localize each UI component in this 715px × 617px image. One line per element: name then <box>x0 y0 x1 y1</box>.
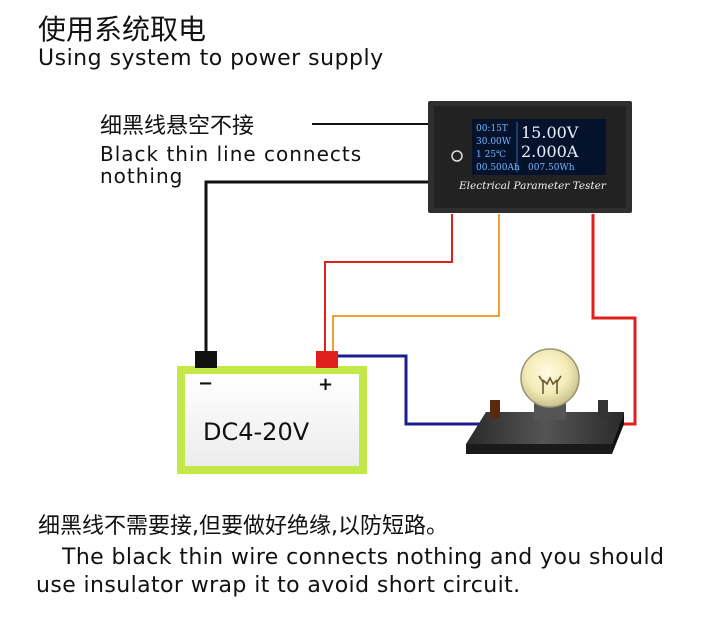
meter-energy: 007.50Wh <box>528 163 575 173</box>
battery <box>177 351 367 474</box>
note-english-line2: use insulator wrap it to avoid short cir… <box>36 573 521 598</box>
black-line-label-english-line2: nothing <box>100 164 184 188</box>
black-line-label-english-line1: Black thin line connects <box>100 142 363 166</box>
title-chinese: 使用系统取电 <box>38 13 207 46</box>
meter-current: 2.000A <box>521 142 579 161</box>
meter-power: 30.00W <box>476 137 512 147</box>
black-thin-wire <box>204 180 430 356</box>
meter-module <box>428 101 632 213</box>
battery-positive-terminal <box>316 351 338 368</box>
meter-capacity: 00.500Ah <box>476 163 520 173</box>
bulb-filament <box>538 375 562 394</box>
meter-button <box>451 150 463 162</box>
meter-voltage: 15.00V <box>521 123 579 142</box>
black-line-label-chinese: 细黑线悬空不接 <box>100 114 255 139</box>
battery-plus-sign: + <box>318 374 333 395</box>
battery-minus-sign: − <box>198 373 213 394</box>
battery-negative-terminal <box>195 351 217 368</box>
red-wire-to-battery <box>324 214 453 356</box>
note-chinese: 细黑线不需要接,但要做好绝缘,以防短路。 <box>38 514 448 539</box>
meter-time: 00:15T <box>476 124 508 134</box>
battery-voltage-label: DC4-20V <box>203 418 310 446</box>
meter-temp-row: 1 25℃ <box>476 150 506 160</box>
lamp-base <box>466 412 624 444</box>
lamp <box>466 348 624 454</box>
meter-name: Electrical Parameter Tester <box>458 180 607 192</box>
lamp-left-post <box>490 400 500 418</box>
title-english: Using system to power supply <box>38 46 384 71</box>
note-english-line1: The black thin wire connects nothing and… <box>62 545 665 570</box>
meter-screen: 00:15T 30.00W 1 25℃ 00.500Ah 007.50Wh 15… <box>458 123 607 192</box>
lamp-right-post <box>598 400 608 418</box>
orange-wire-to-battery <box>332 214 500 356</box>
red-wire-to-lamp <box>591 214 637 426</box>
